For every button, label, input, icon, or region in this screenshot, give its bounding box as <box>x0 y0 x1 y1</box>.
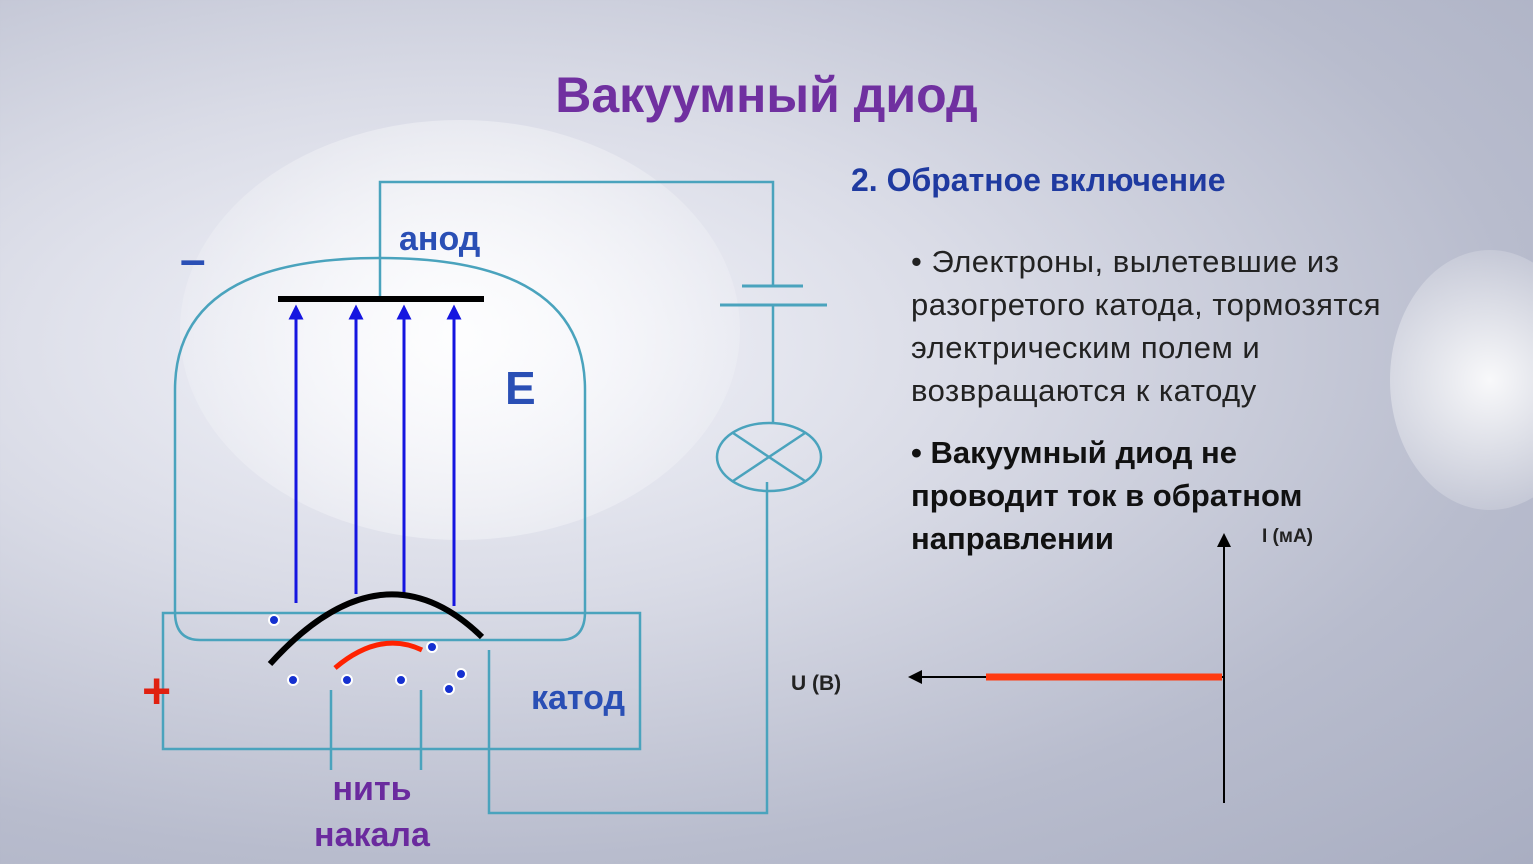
filament-label-line2: накала <box>314 816 430 854</box>
circuit-wire-top <box>378 180 775 297</box>
graph-x-label: U (В) <box>791 672 842 695</box>
electron <box>268 614 280 626</box>
bullet-no-reverse-current: • Вакуумный диод не проводит ток в обрат… <box>911 435 1303 556</box>
minus-sign: – <box>180 233 206 285</box>
circuit-wire-bottom <box>487 482 769 815</box>
electrons <box>268 614 467 695</box>
filament-arc <box>333 640 424 670</box>
lamp-icon <box>715 421 823 493</box>
field-label: E <box>505 362 536 414</box>
cathode-arc <box>267 591 485 667</box>
electron <box>395 674 407 686</box>
lamp-cross-b <box>732 431 806 483</box>
electron <box>287 674 299 686</box>
filament-label: нить накала <box>307 766 437 858</box>
vacuum-tube-envelope <box>173 256 587 642</box>
electron <box>443 683 455 695</box>
slide-subtitle: 2. Обратное включение <box>851 162 1226 198</box>
electron <box>341 674 353 686</box>
electron <box>455 668 467 680</box>
cathode-label: катод <box>531 679 626 717</box>
cathode-box <box>161 611 642 751</box>
plus-sign: + <box>142 663 172 719</box>
slide-title: Вакуумный диод <box>555 67 978 123</box>
electron <box>426 641 438 653</box>
anode-label: анод <box>399 220 481 258</box>
bullet-electrons: • Электроны, вылетевшие из разогретого к… <box>911 244 1382 408</box>
graph-y-label: I (мА) <box>1262 526 1313 547</box>
filament-label-line1: нить <box>332 770 412 808</box>
